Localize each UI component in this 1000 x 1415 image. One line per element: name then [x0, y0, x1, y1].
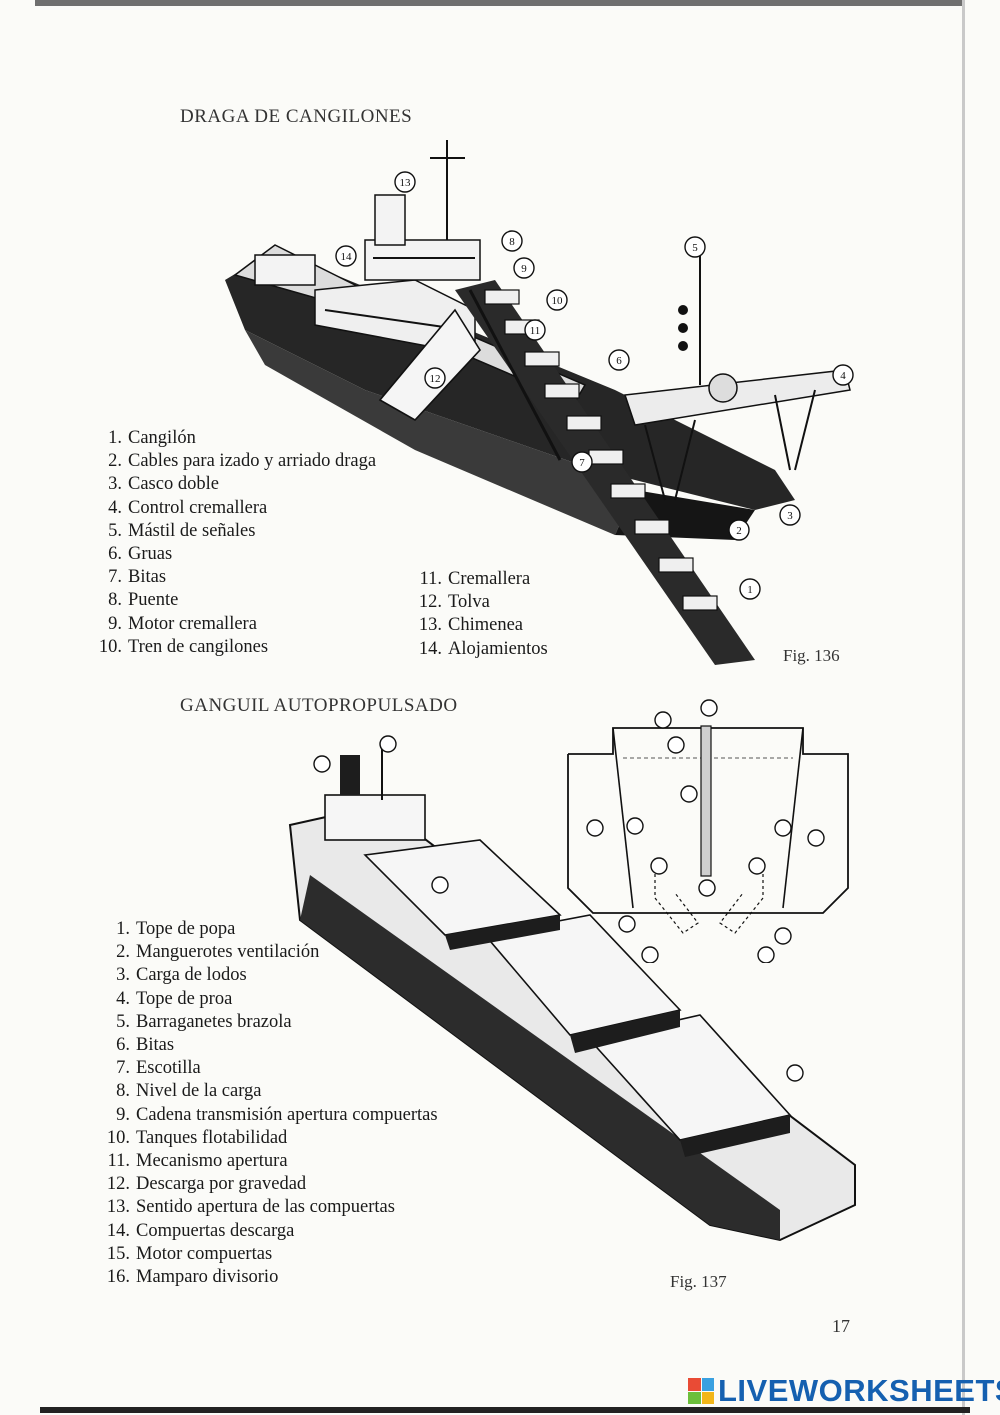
svg-text:7: 7: [579, 457, 585, 469]
legend-item: 16.Mamparo divisorio: [106, 1267, 279, 1288]
bucket-dredger-illustration: 1 2 3 4 5 6 7 8 9 10 11 12 13 14: [225, 140, 854, 665]
legend-item: 4.Control cremallera: [108, 497, 268, 518]
legend-item: 5.Barraganetes brazola: [116, 1011, 292, 1032]
legend-item: 7.Escotilla: [116, 1058, 201, 1079]
figure1-caption: Fig. 136: [783, 646, 840, 665]
legend-item: 5.Mástil de señales: [108, 520, 256, 541]
legend-item: 6.Gruas: [108, 544, 173, 565]
svg-text:3: 3: [787, 510, 793, 522]
svg-text:4: 4: [840, 370, 846, 382]
legend-item: 3.Carga de lodos: [116, 965, 247, 986]
legend-item: 2.Manguerotes ventilación: [116, 942, 320, 963]
scan-right-edge: [962, 0, 965, 1415]
legend-item: 10.Tren de cangilones: [98, 636, 269, 657]
legend-item: 1.Cangilón: [108, 428, 196, 448]
legend-item: 6.Bitas: [116, 1035, 175, 1056]
callout-14: 14: [335, 245, 357, 267]
legend-item: 1.Tope de popa: [116, 919, 236, 939]
scan-top-edge: [35, 0, 965, 6]
legend-item: 14.Alojamientos: [418, 638, 548, 659]
svg-text:14: 14: [341, 251, 353, 263]
liveworksheets-logo-icon: [688, 1378, 714, 1404]
hopper-cross-section-diagram: [567, 699, 849, 963]
legend-item: 4.Tope de proa: [116, 988, 233, 1009]
figure1-heading: DRAGA DE CANGILONES: [180, 106, 413, 127]
legend-item: 9.Cadena transmisión apertura compuertas: [116, 1104, 438, 1125]
callout-1: 1: [739, 578, 761, 600]
callout-2: 2: [728, 519, 750, 541]
page-number: 17: [832, 1316, 850, 1336]
legend-item: 13.Sentido apertura de las compuertas: [106, 1197, 395, 1218]
legend-item: 8.Nivel de la carga: [116, 1081, 262, 1102]
figure1-legend-col2: 11.Cremallera 12.Tolva 13.Chimenea 14.Al…: [410, 568, 548, 661]
legend-item: 12.Tolva: [418, 592, 490, 613]
svg-text:6: 6: [616, 355, 622, 367]
callout-4: 4: [832, 364, 854, 386]
callout-6: 6: [608, 349, 630, 371]
svg-text:13: 13: [400, 177, 412, 189]
scan-bottom-edge: [40, 1407, 970, 1413]
figure2-caption: Fig. 137: [670, 1272, 727, 1291]
figure1-legend-col1: 1.Cangilón 2.Cables para izado y arriado…: [92, 427, 376, 659]
svg-text:11: 11: [530, 325, 541, 337]
callout-12: 12: [424, 367, 446, 389]
callout-13: 13: [394, 171, 416, 193]
legend-item: 9.Motor cremallera: [108, 613, 257, 634]
legend-item: 11.Cremallera: [419, 569, 531, 589]
figure2-legend: 1.Tope de popa 2.Manguerotes ventilación…: [100, 918, 438, 1289]
callout-9: 9: [513, 257, 535, 279]
legend-item: 12.Descarga por gravedad: [106, 1174, 307, 1195]
legend-item: 8.Puente: [108, 590, 179, 611]
callout-5: 5: [684, 236, 706, 258]
legend-item: 13.Chimenea: [418, 615, 524, 636]
callout-10: 10: [546, 289, 568, 311]
brand-text: LIVEWORKSHEETS: [718, 1373, 1000, 1408]
callout-8: 8: [501, 230, 523, 252]
legend-item: 15.Motor compuertas: [106, 1243, 273, 1264]
legend-item: 3.Casco doble: [108, 474, 219, 495]
liveworksheets-brand[interactable]: LIVEWORKSHEETS: [688, 1373, 1000, 1409]
figure2-heading: GANGUIL AUTOPROPULSADO: [180, 695, 458, 716]
svg-text:2: 2: [736, 525, 742, 537]
svg-text:10: 10: [552, 295, 564, 307]
callout-3: 3: [779, 504, 801, 526]
legend-item: 14.Compuertas descarga: [106, 1220, 295, 1241]
svg-text:1: 1: [747, 584, 753, 596]
svg-text:12: 12: [430, 373, 441, 385]
legend-item: 10.Tanques flotabilidad: [106, 1127, 288, 1148]
legend-item: 11.Mecanismo apertura: [107, 1151, 288, 1172]
legend-item: 7.Bitas: [108, 567, 167, 588]
svg-text:5: 5: [692, 242, 698, 254]
callout-7: 7: [571, 451, 593, 473]
callout-11: 11: [524, 319, 546, 341]
legend-item: 2.Cables para izado y arriado draga: [108, 451, 377, 472]
svg-text:9: 9: [521, 263, 527, 275]
svg-text:8: 8: [509, 236, 515, 248]
hopper-barge-illustration: [288, 735, 856, 1242]
